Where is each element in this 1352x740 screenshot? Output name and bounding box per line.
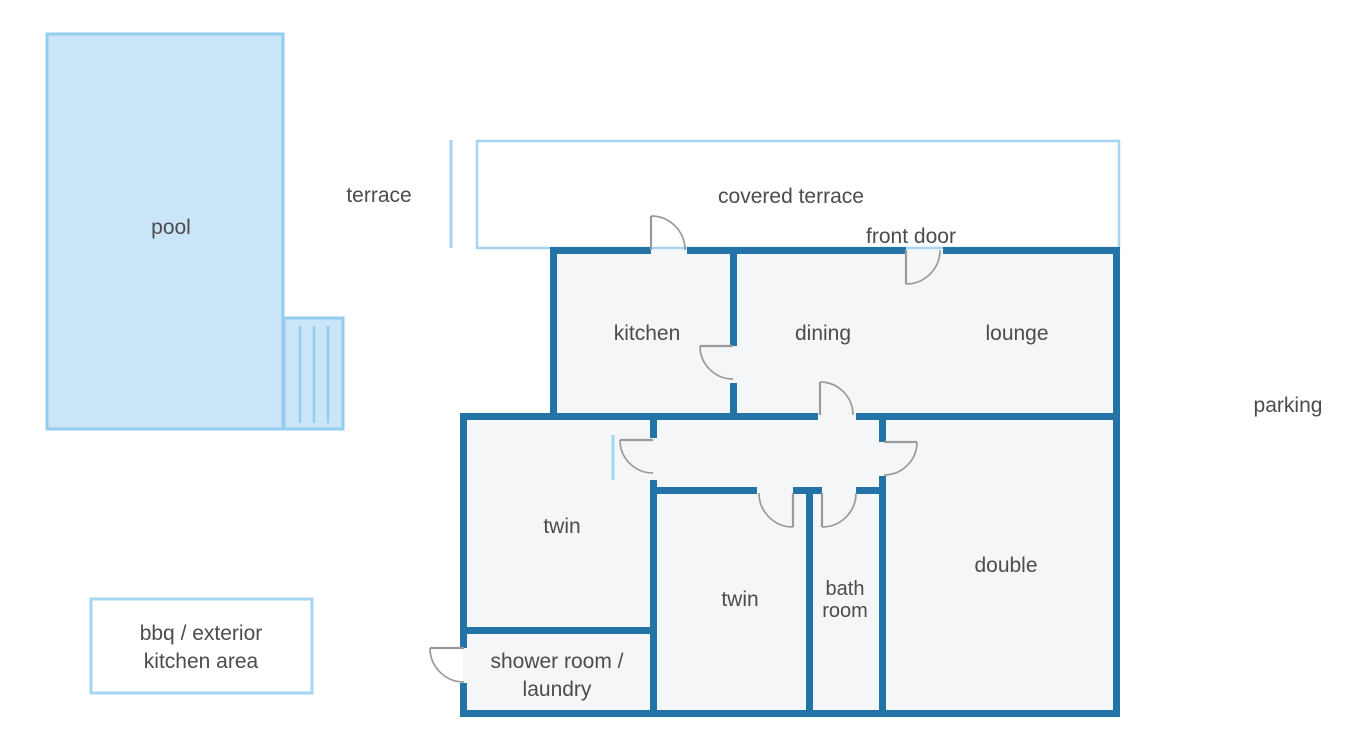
double-label: double	[974, 554, 1037, 577]
wall-kitchen-divider-a	[730, 247, 737, 346]
bbq-area: bbq / exterior kitchen area	[89, 597, 314, 695]
wall-twin-right-a	[650, 413, 657, 438]
bbq-label-line1: bbq / exterior	[140, 622, 263, 645]
door-arc	[883, 441, 918, 476]
door-arc	[699, 345, 734, 380]
shower-room-label-line1: shower room /	[490, 650, 623, 673]
double-door	[883, 440, 918, 476]
bathroom-label-line2: room	[822, 600, 868, 622]
wall-top-a	[550, 247, 651, 254]
twin-middle-label: twin	[721, 588, 758, 611]
wall-twin-bath-divider	[806, 487, 813, 717]
bathroom-label-line1: bath	[826, 578, 865, 600]
wall-top-c	[943, 247, 1120, 254]
wall-mid-b	[856, 413, 1120, 420]
door-swings	[429, 215, 941, 683]
front-door-swing	[904, 249, 941, 285]
door-arc	[619, 439, 654, 474]
bathroom-door	[820, 492, 857, 528]
door-arc	[429, 647, 465, 683]
door-arc	[650, 215, 686, 251]
dining-label: dining	[795, 322, 851, 345]
bbq-box-outline	[89, 597, 314, 695]
wall-hall-c	[856, 487, 886, 494]
wall-left-b	[460, 683, 467, 717]
wall-bottom	[460, 710, 1120, 717]
bbq-label-line2: kitchen area	[144, 650, 259, 673]
parking-label: parking	[1254, 394, 1323, 417]
shower-room-label-line2: laundry	[523, 678, 592, 701]
pool-basin	[45, 32, 285, 431]
house-lower-footprint	[463, 417, 1117, 713]
wall-right	[1113, 247, 1120, 717]
door-arc	[819, 381, 854, 416]
door-arc	[905, 249, 941, 285]
wall-kitchen-left	[550, 247, 557, 420]
pool-label: pool	[151, 216, 191, 239]
door-arc	[758, 492, 794, 528]
room-labels: front door kitchen dining lounge twin tw…	[490, 225, 1322, 701]
twin-middle-door	[758, 492, 795, 528]
house-upper-footprint	[553, 250, 1117, 417]
pool: pool	[45, 32, 345, 431]
wall-double-left-b	[879, 476, 886, 717]
door-arc	[821, 492, 857, 528]
terrace-label: terrace	[346, 184, 411, 207]
kitchen-dining-door	[699, 344, 734, 380]
wall-double-left-a	[879, 413, 886, 442]
wall-top-b	[687, 247, 906, 254]
covered-terrace-label: covered terrace	[718, 185, 864, 208]
wall-hall-a	[650, 487, 757, 494]
twin-left-door	[619, 438, 654, 474]
lounge-label: lounge	[985, 322, 1048, 345]
dining-hall-door	[818, 381, 854, 416]
covered-terrace: covered terrace	[475, 139, 1121, 250]
kitchen-terrace-door	[649, 215, 686, 251]
wall-left-a	[460, 413, 467, 648]
kitchen-label: kitchen	[614, 322, 681, 345]
front-door-label: front door	[866, 225, 956, 248]
house-walls	[460, 247, 1120, 717]
wall-kitchen-divider-b	[730, 383, 737, 420]
wall-mid-a	[460, 413, 818, 420]
twin-left-label: twin	[543, 515, 580, 538]
wall-shower-top	[460, 627, 657, 634]
shower-room-door	[429, 646, 465, 683]
wall-twin-right-b	[650, 480, 657, 717]
